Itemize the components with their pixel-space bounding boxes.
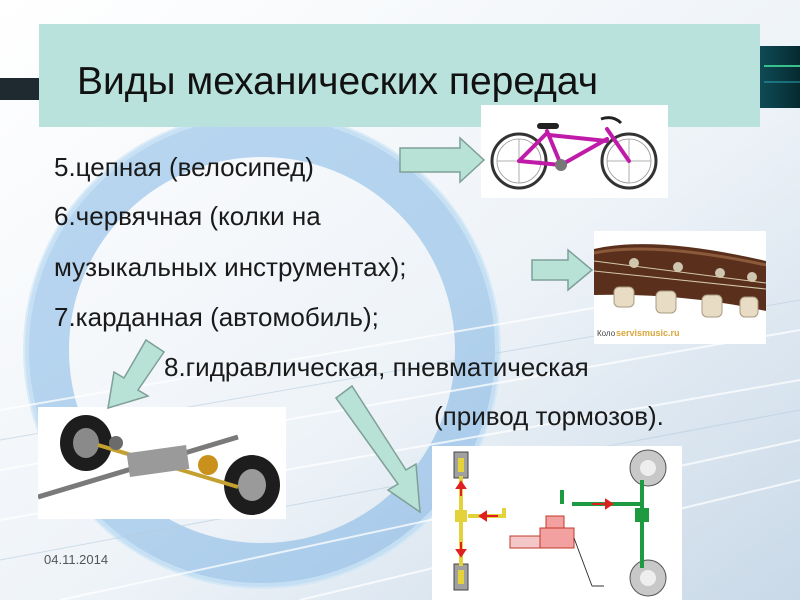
title-box: Виды механических передач: [39, 24, 760, 127]
brake-system-diagram: [432, 446, 682, 600]
tuning-pegs-photo: Коло servismusic.ru: [594, 231, 766, 344]
item-cardan-drive: 7.карданная (автомобиль);: [54, 302, 379, 332]
item-worm-drive-continued: музыкальных инструментах);: [54, 252, 407, 282]
tuning-pegs-caption: Коло: [597, 329, 616, 338]
item-brake-drive: (привод тормозов).: [434, 401, 664, 431]
slide-title: Виды механических передач: [77, 60, 599, 103]
item-worm-drive: 6.червячная (колки на: [54, 201, 321, 231]
driveshaft-photo: [38, 407, 286, 519]
bicycle-photo: [481, 105, 668, 198]
item-hydraulic-drive: 8.гидравлическая, пневматическая: [164, 352, 589, 382]
tuning-pegs-watermark: servismusic.ru: [616, 328, 680, 338]
slide-date: 04.11.2014: [44, 552, 109, 567]
item-chain-drive: 5.цепная (велосипед): [54, 152, 314, 182]
